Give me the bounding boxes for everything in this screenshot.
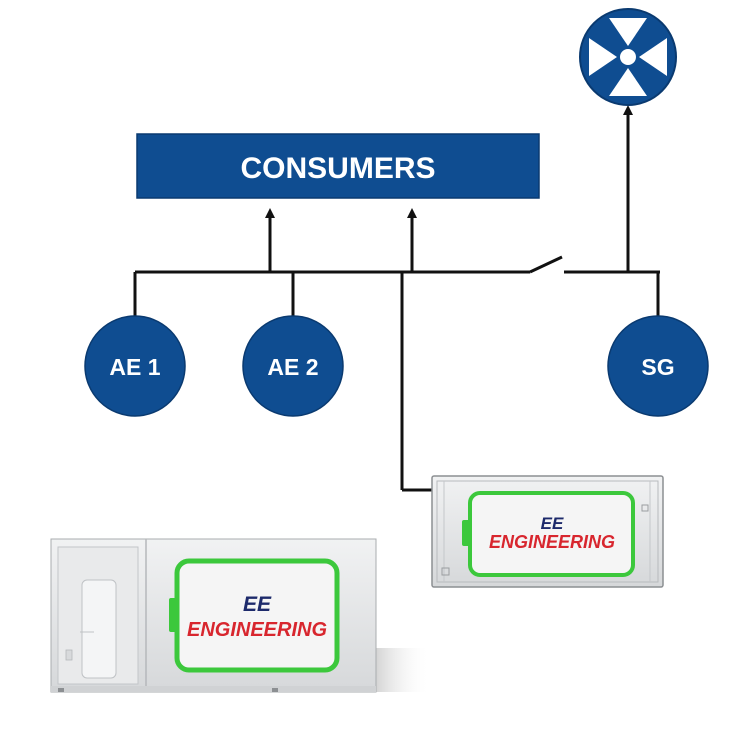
container-shadow — [372, 648, 430, 692]
bus-lines — [133, 105, 660, 492]
generator-sg: SG — [607, 315, 709, 417]
generator-sg-label: SG — [641, 354, 674, 380]
battery-icon — [462, 491, 635, 577]
generator-ae2: AE 2 — [242, 315, 344, 417]
battery-container-small: EE ENGINEERING — [431, 475, 664, 588]
generator-ae1: AE 1 — [84, 315, 186, 417]
logo-engineering-small: ENGINEERING — [489, 532, 615, 552]
battery-icon — [169, 558, 340, 673]
battery-container-large: EE ENGINEERING — [50, 538, 430, 693]
consumers-box: CONSUMERS — [136, 133, 540, 199]
container-door-handle — [81, 579, 117, 679]
logo-ee-small: EE — [541, 514, 564, 533]
consumers-label: CONSUMERS — [240, 152, 435, 185]
generator-ae1-label: AE 1 — [109, 354, 160, 380]
logo-engineering-large: ENGINEERING — [187, 619, 327, 641]
switch-icon — [529, 255, 563, 274]
generator-ae2-label: AE 2 — [267, 354, 318, 380]
propeller-icon — [579, 8, 677, 106]
logo-ee-large: EE — [243, 593, 272, 616]
